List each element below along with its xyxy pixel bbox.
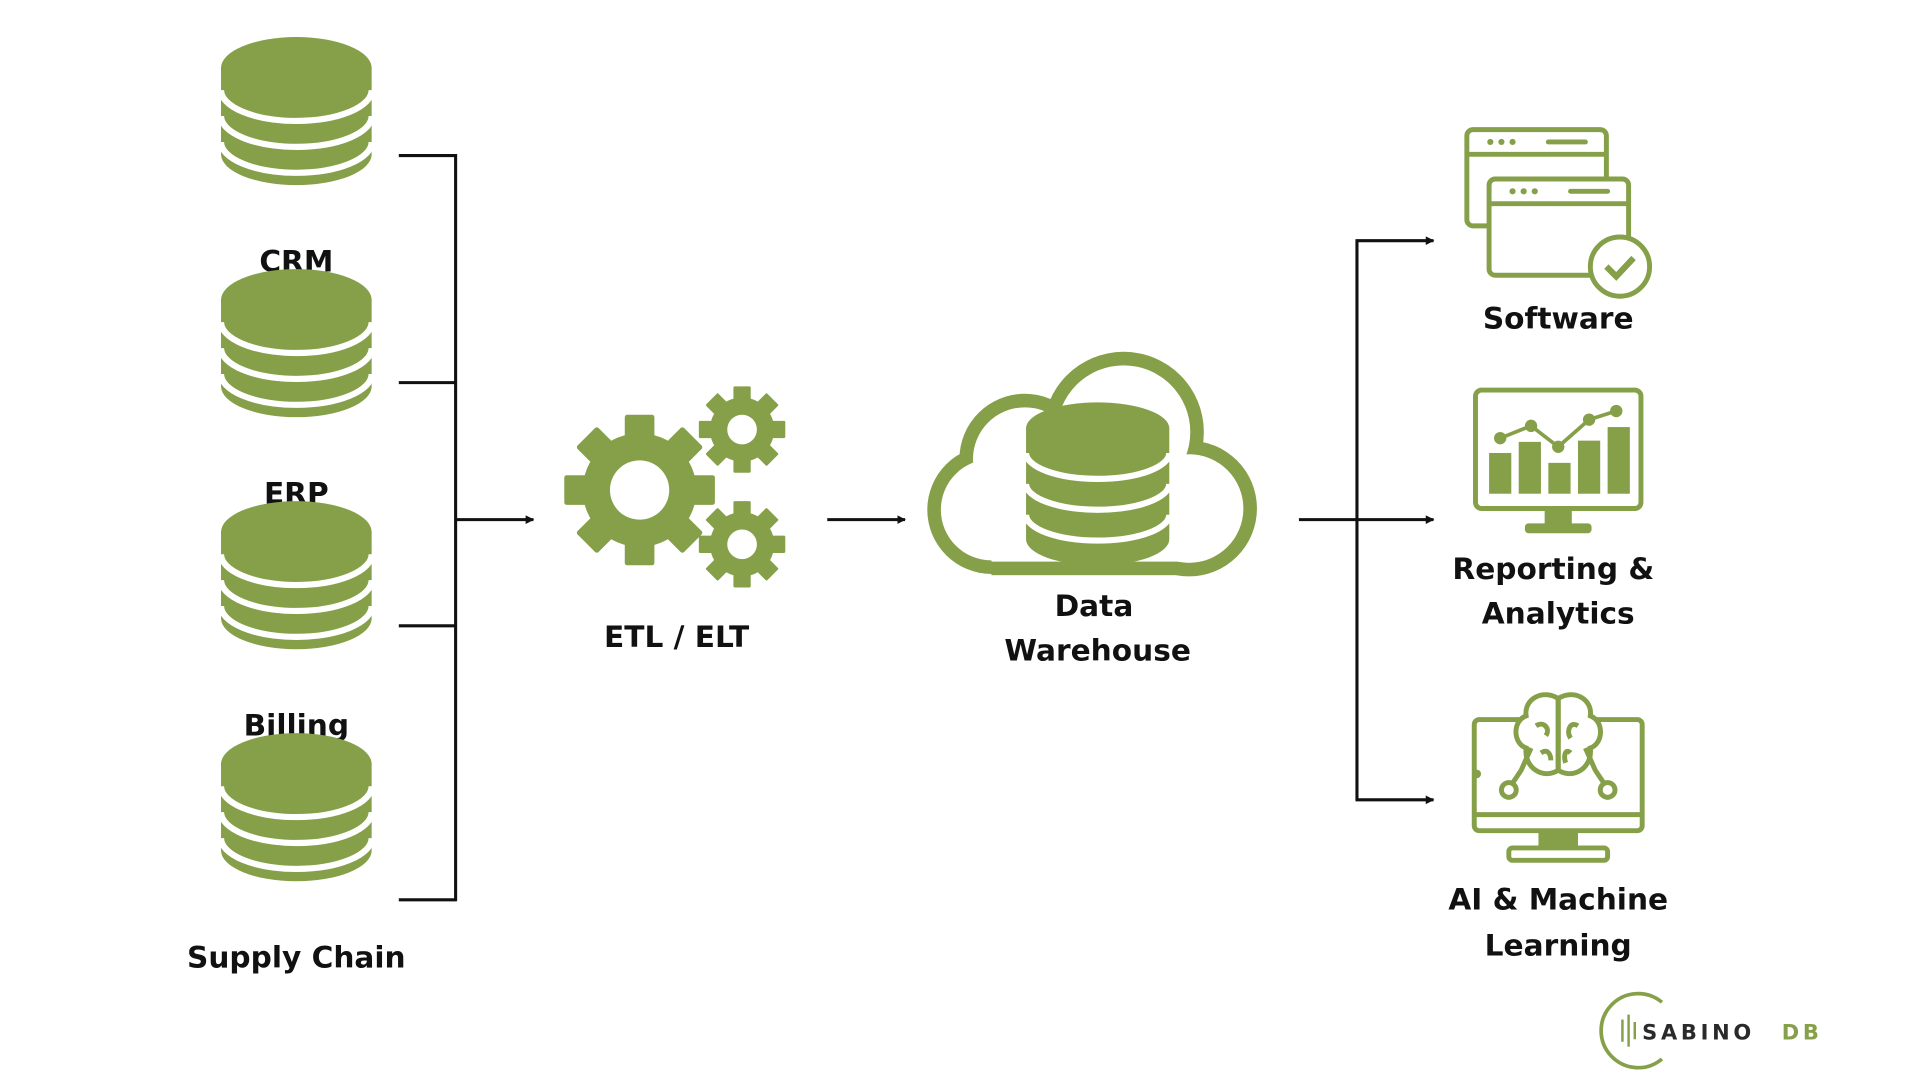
brain-icon (1513, 692, 1603, 777)
source-billing: Billing (221, 501, 372, 743)
warehouse-database-icon (1022, 402, 1173, 566)
source-supply-chain: Supply Chain (187, 733, 406, 975)
output-software: Software (1464, 127, 1653, 335)
warehouse-label-line2: Warehouse (1004, 633, 1191, 667)
output-label-ai-line2: Learning (1485, 928, 1632, 962)
warehouse-label-line1: Data (1055, 589, 1134, 623)
output-reporting-analytics: Reporting & Analytics (1452, 387, 1654, 630)
source-erp: ERP (221, 269, 372, 511)
browser-windows-check-icon (1464, 127, 1653, 299)
logo-text-main: SABINO (1642, 1020, 1755, 1044)
database-icon (221, 269, 372, 417)
database-icon (221, 37, 372, 185)
source-label-supply-chain: Supply Chain (187, 941, 406, 975)
brain-monitor-icon (1471, 692, 1645, 863)
output-label-reporting-line2: Analytics (1482, 596, 1635, 630)
sabinodb-logo: SABINO DB (1599, 991, 1823, 1070)
logo-text-accent: DB (1782, 1020, 1823, 1044)
output-label-reporting-line1: Reporting & (1452, 552, 1654, 586)
database-icon (221, 733, 372, 881)
sources-connector (398, 153, 535, 902)
output-ai-ml: AI & Machine Learning (1448, 692, 1668, 962)
etl-label: ETL / ELT (604, 620, 750, 654)
warehouse-node: Data Warehouse (927, 351, 1257, 667)
source-crm: CRM (221, 37, 372, 279)
database-icon (221, 501, 372, 649)
cloud-database-icon (927, 351, 1257, 577)
gears-icon (564, 386, 786, 588)
output-label-software: Software (1483, 301, 1634, 335)
etl-node: ETL / ELT (564, 386, 786, 654)
analytics-monitor-icon (1473, 387, 1644, 534)
outputs-connector (1298, 236, 1435, 805)
output-label-ai-line1: AI & Machine (1448, 883, 1668, 917)
